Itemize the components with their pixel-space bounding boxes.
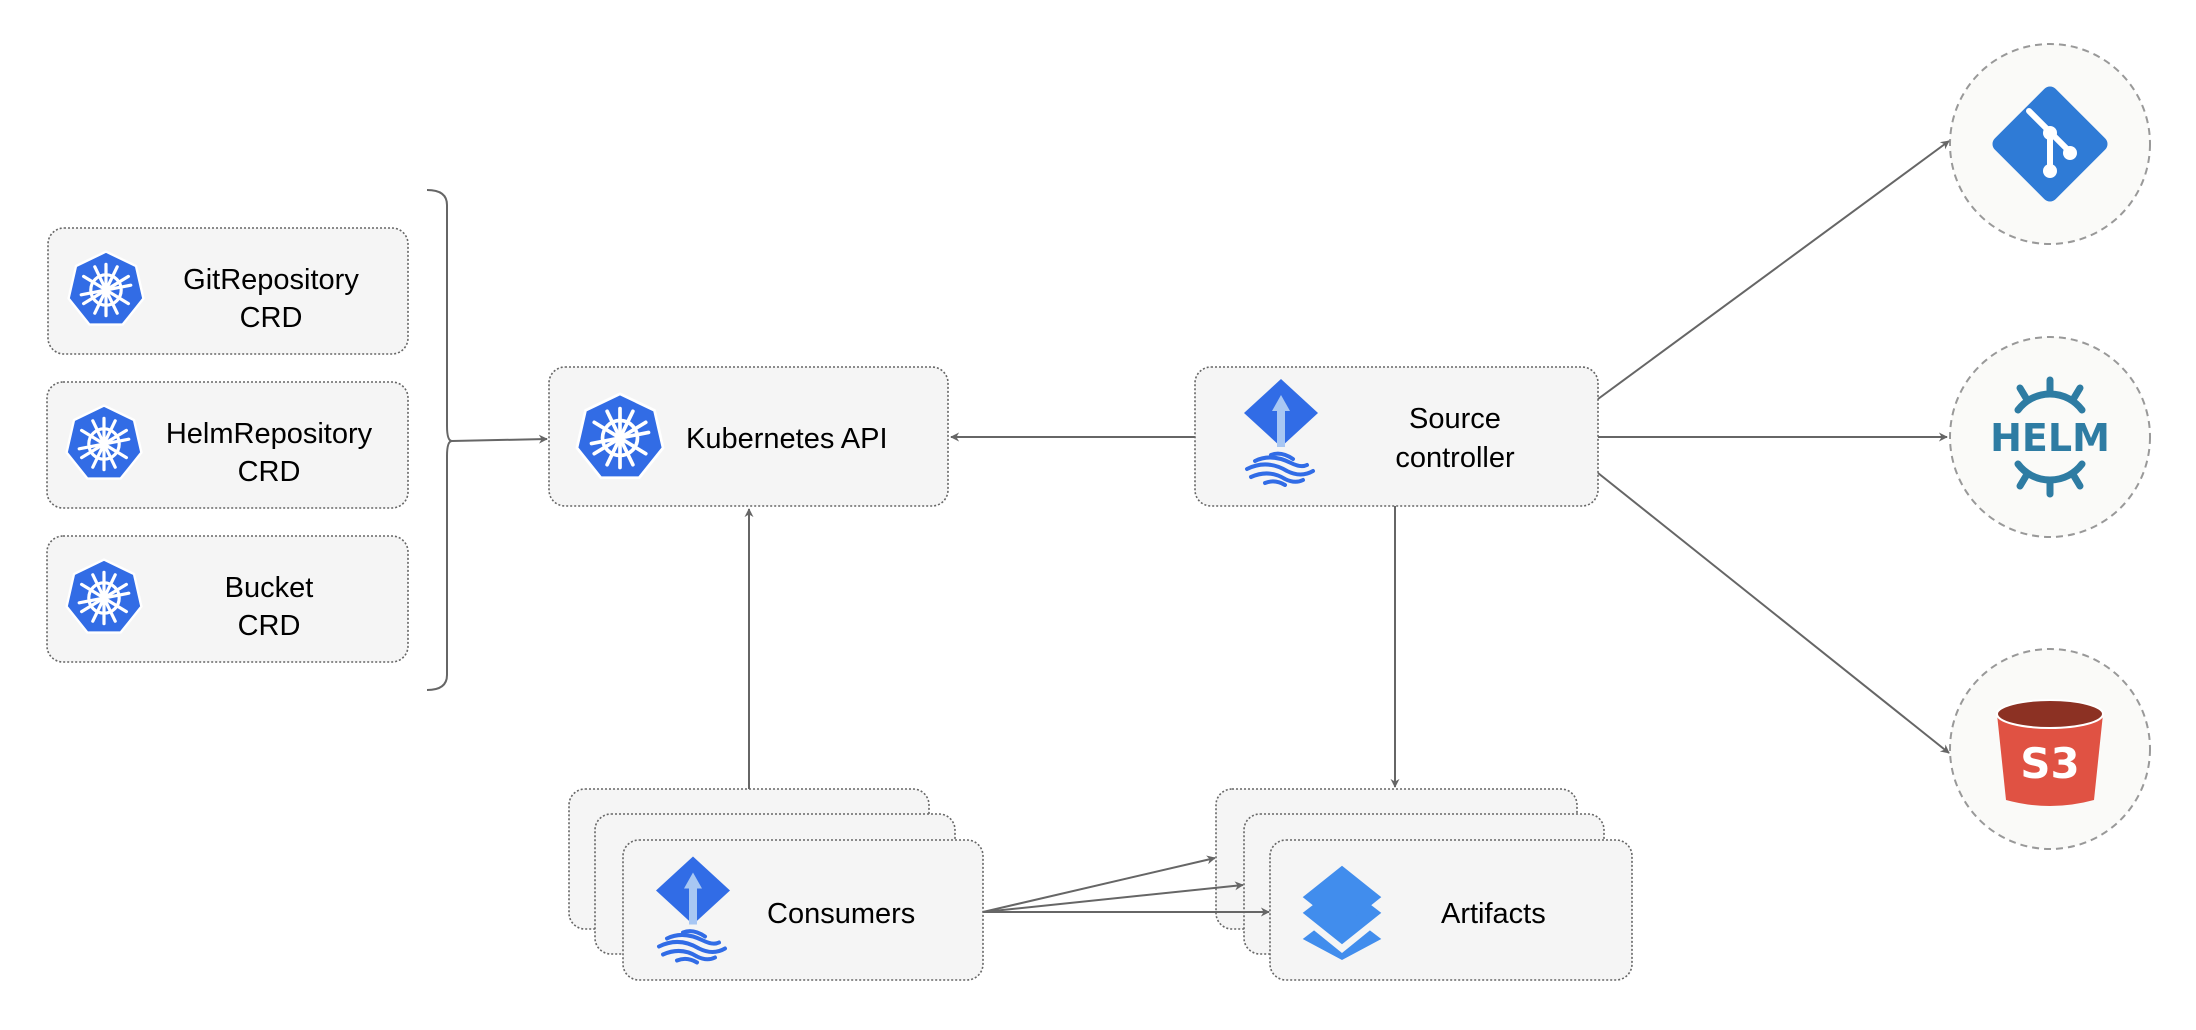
crd-type: CRD: [238, 610, 301, 642]
kubernetes-api-node[interactable]: Kubernetes API: [548, 366, 949, 507]
edge-crds-to-api: [451, 434, 548, 444]
crd-helm-repository[interactable]: HelmRepository CRD: [46, 381, 409, 509]
edge-controller-to-s3: [1597, 472, 1950, 754]
source-controller-label-line1: Source: [1409, 403, 1501, 435]
edge-consumers-to-artifacts-2: [982, 881, 1244, 913]
s3-bucket-icon: S3: [1996, 699, 2104, 806]
crd-type: CRD: [240, 302, 303, 334]
helm-source[interactable]: HELM: [1949, 336, 2151, 538]
git-source[interactable]: [1949, 43, 2151, 245]
s3-text: S3: [2020, 739, 2079, 788]
grouping-brace: [426, 189, 453, 691]
crd-name: HelmRepository: [166, 418, 373, 450]
crd-type: CRD: [238, 456, 301, 488]
s3-source[interactable]: S3: [1949, 648, 2151, 850]
helm-icon: HELM: [1990, 376, 2110, 498]
edge-consumers-to-artifacts-1: [982, 855, 1216, 913]
crd-name: GitRepository: [183, 264, 359, 296]
source-controller-node[interactable]: Source controller: [1194, 366, 1599, 507]
helm-text: HELM: [1990, 416, 2110, 460]
git-icon: [1992, 86, 2108, 202]
consumers-label: Consumers: [767, 898, 915, 930]
artifacts-label: Artifacts: [1441, 898, 1546, 930]
source-controller-label-line2: controller: [1395, 442, 1515, 474]
artifacts-node[interactable]: Artifacts: [1215, 788, 1633, 981]
kubernetes-api-label: Kubernetes API: [686, 423, 888, 455]
crd-name: Bucket: [225, 572, 314, 604]
consumers-node[interactable]: Consumers: [568, 788, 984, 981]
crd-git-repository[interactable]: GitRepository CRD: [47, 227, 409, 355]
edge-controller-to-git: [1597, 140, 1950, 400]
crd-bucket[interactable]: Bucket CRD: [46, 535, 409, 663]
